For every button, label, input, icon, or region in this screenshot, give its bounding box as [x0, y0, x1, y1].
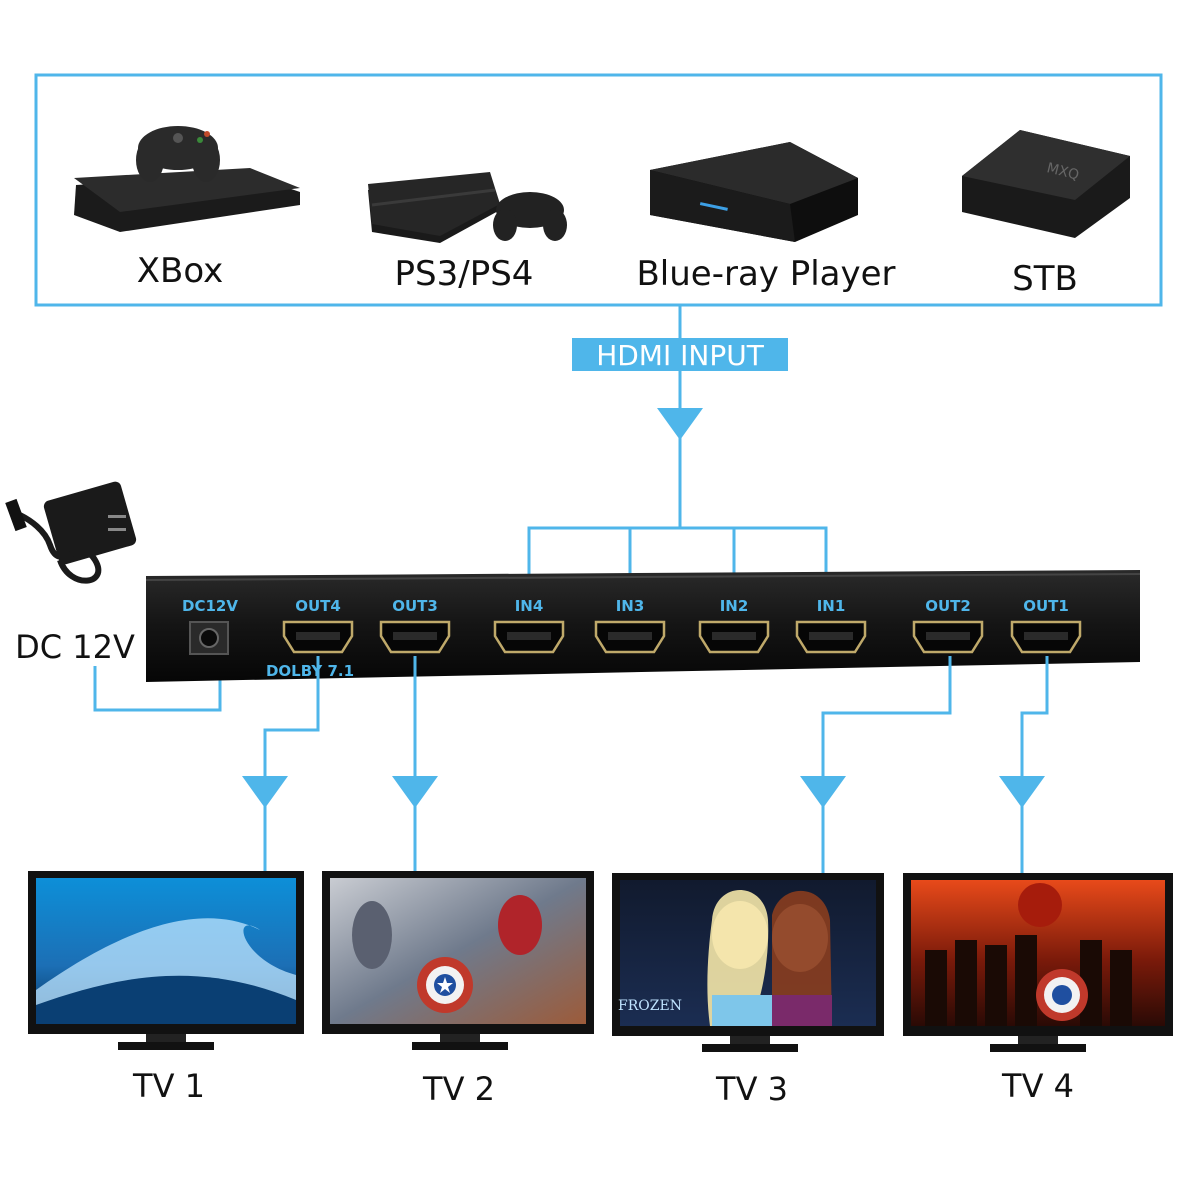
output-line-tv1: [263, 656, 320, 873]
hdmi-port-slot-out4: [296, 632, 340, 640]
port-label-in2: IN2: [720, 597, 749, 615]
power-adapter-icon: [5, 481, 137, 584]
set-top-box-icon: MXQ: [962, 130, 1130, 238]
source-label-xbox: XBox: [137, 251, 224, 291]
port-label-in3: IN3: [616, 597, 645, 615]
hdmi-port-slot-in2: [712, 632, 756, 640]
hdmi-port-slot-out3: [393, 632, 437, 640]
sources-frame: [34, 73, 1163, 307]
tv-label-1: TV 1: [132, 1067, 205, 1105]
port-label-in4: IN4: [515, 597, 544, 615]
tv-label-2: TV 2: [422, 1070, 495, 1108]
tv-label-3: TV 3: [715, 1070, 788, 1108]
port-label-out3: OUT3: [392, 597, 438, 615]
output-arrow-tv1: [242, 776, 288, 808]
playstation-console-icon: [368, 172, 567, 243]
output-line-tv4: [1020, 656, 1049, 873]
port-label-out1: OUT1: [1023, 597, 1069, 615]
input-branch: [527, 526, 828, 592]
output-arrow-tv3: [800, 776, 846, 808]
tv-4: [903, 873, 1173, 1052]
hdmi-input-tag: [572, 338, 788, 371]
output-line-tv3: [821, 656, 952, 873]
xbox-console-icon: [74, 126, 300, 232]
tv-3-caption: FROZEN: [618, 998, 682, 1014]
hdmi-port-slot-in3: [608, 632, 652, 640]
power-line: [93, 660, 222, 712]
device-port-label-dc: DC12V: [182, 597, 238, 615]
blu-ray-player-icon: [650, 142, 858, 242]
source-label-ps: PS3/PS4: [395, 254, 534, 294]
port-label-in1: IN1: [817, 597, 846, 615]
dc-jack-hole: [199, 628, 219, 648]
tv-1: [28, 871, 304, 1050]
tv-2: [322, 871, 594, 1050]
hdmi-port-group: OUT4 OUT3 IN4 IN3 IN2 IN1 OUT2 OUT1: [282, 597, 1082, 654]
power-label: DC 12V: [15, 628, 135, 666]
tv-3: FROZEN: [612, 873, 884, 1052]
hdmi-port-slot-in1: [809, 632, 853, 640]
hdmi-port-slot-in4: [507, 632, 551, 640]
source-label-bluray: Blue-ray Player: [636, 254, 895, 294]
hdmi-input-tag-text: HDMI INPUT: [596, 339, 765, 372]
output-arrow-tv4: [999, 776, 1045, 808]
input-arrow: [657, 408, 703, 440]
output-arrow-tv2: [392, 776, 438, 808]
stb-logo: MXQ: [1045, 160, 1081, 183]
source-label-stb: STB: [1012, 259, 1078, 299]
dolby-label: DOLBY 7.1: [266, 662, 354, 680]
port-label-out4: OUT4: [295, 597, 341, 615]
hdmi-port-slot-out2: [926, 632, 970, 640]
port-label-out2: OUT2: [925, 597, 971, 615]
hdmi-port-slot-out1: [1024, 632, 1068, 640]
tv-label-4: TV 4: [1001, 1067, 1074, 1105]
